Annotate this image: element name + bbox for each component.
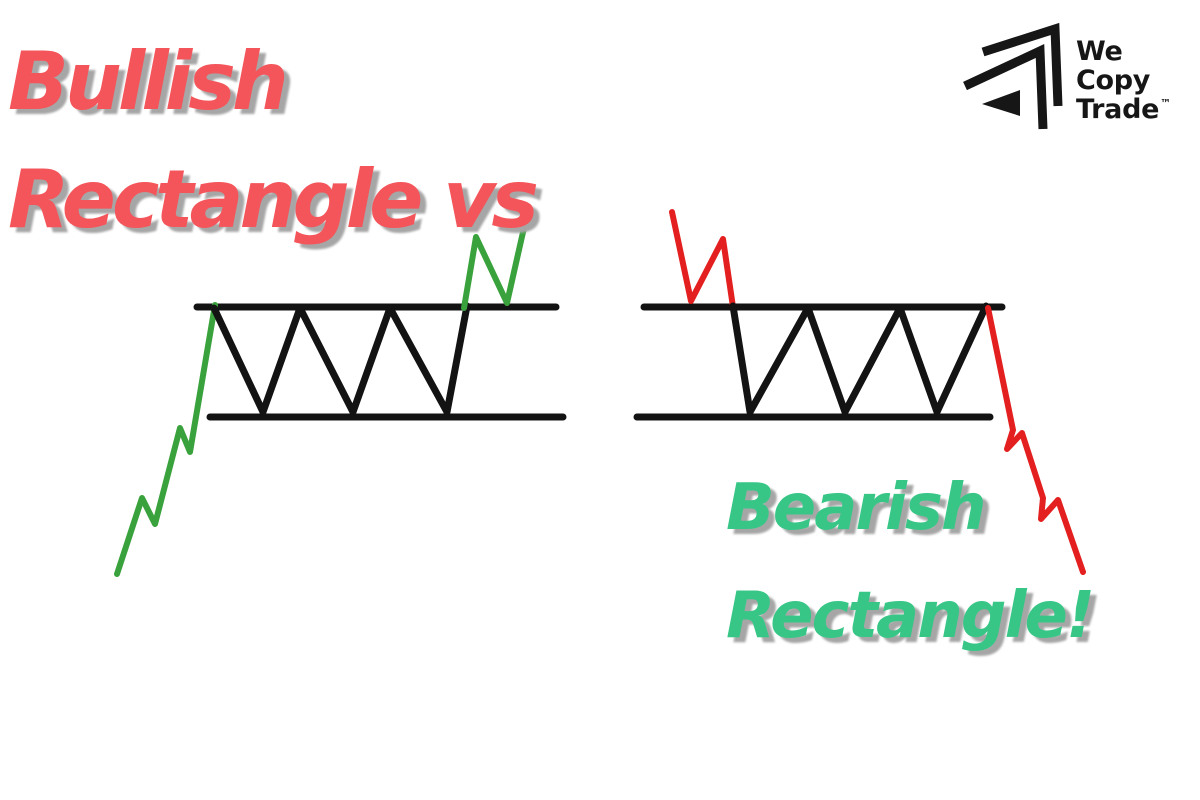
bearish-entry-decline-line (669, 209, 736, 310)
trademark-symbol: ™ (1160, 96, 1171, 110)
logo-word-trade-row: Trade™ (1076, 93, 1171, 125)
bullish-entry-rally-line (114, 302, 218, 577)
logo-word-we: We (1076, 36, 1123, 67)
arrow-inner-triangle (982, 90, 1020, 116)
bullish-title-line1: Bullish (8, 35, 289, 128)
wecopytrade-arrow-icon (963, 22, 1063, 130)
bullish-consolidation-zigzag (210, 302, 471, 416)
wecopytrade-logo: We Copy Trade™ (950, 22, 1171, 134)
bearish-title: Bearish Rectangle! (726, 455, 1095, 670)
bullish-breakout-line (461, 207, 531, 311)
logo-word-copy: Copy (1076, 64, 1151, 96)
bearish-consolidation-zigzag (729, 302, 990, 416)
logo-word-trade: Trade (1076, 93, 1160, 125)
bearish-title-line2: Rectangle! (726, 578, 1095, 653)
bullish-title-line2: Rectangle vs (8, 153, 539, 247)
wecopytrade-wordmark: We Copy Trade™ (1076, 36, 1171, 125)
bullish-title: Bullish Rectangle vs (8, 23, 539, 260)
bearish-title-line1: Bearish (726, 471, 987, 545)
bearish-breakdown-line (985, 305, 1086, 575)
arrow-middle-chevron (963, 44, 1048, 130)
arrow-outer-chevron (981, 22, 1063, 107)
